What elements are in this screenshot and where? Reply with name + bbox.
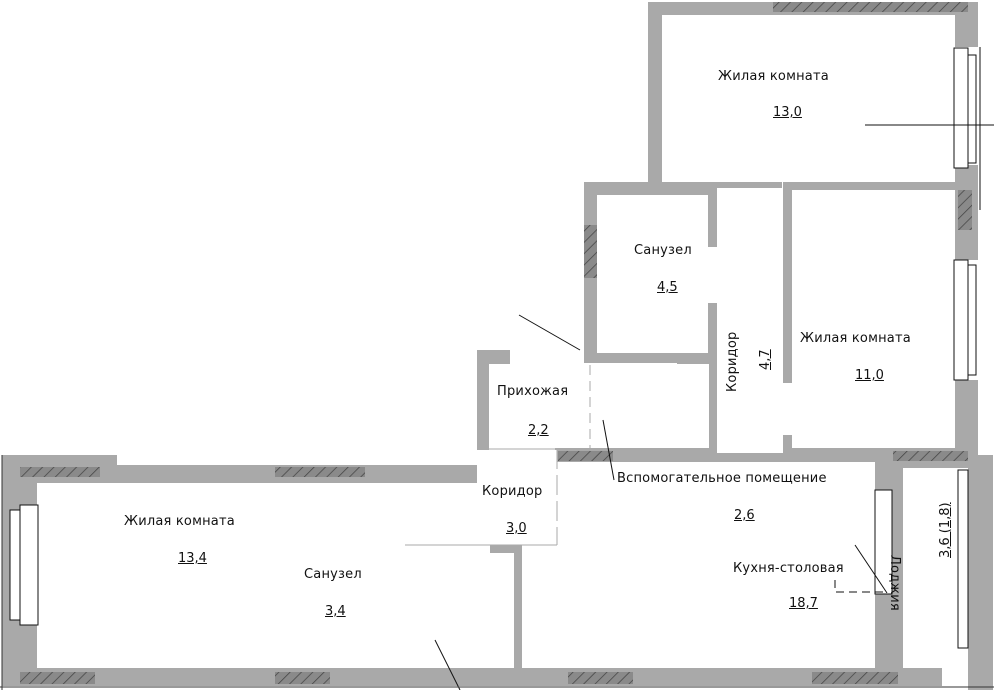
room-name-bedroom-2: Жилая комната: [800, 331, 911, 346]
room-area-kitchen: 18,7: [789, 596, 818, 611]
room-area-hall: 2,2: [528, 423, 549, 438]
room-name-bathroom-2: Санузел: [304, 567, 362, 582]
room-name-corridor-2: Коридор: [482, 484, 543, 499]
room-name-hall: Прихожая: [497, 384, 569, 399]
room-area-bedroom-1: 13,0: [773, 105, 802, 120]
room-area-bedroom-3: 13,4: [178, 551, 207, 566]
room-area-bedroom-2: 11,0: [855, 368, 884, 383]
room-name-loggia: Лоджия: [887, 555, 902, 611]
room-name-bedroom-1: Жилая комната: [718, 69, 829, 84]
room-area-corridor-1: 4,7: [758, 349, 773, 370]
room-name-kitchen: Кухня-столовая: [733, 561, 844, 576]
hatched-walls: [20, 2, 972, 684]
windows: [9, 47, 977, 649]
room-name-bedroom-3: Жилая комната: [124, 514, 235, 529]
room-name-utility: Вспомогательное помещение: [617, 471, 827, 486]
room-area-bathroom-1: 4,5: [657, 280, 678, 295]
room-area-loggia: 3,6 (1,8): [938, 502, 953, 558]
room-area-bathroom-2: 3,4: [325, 604, 346, 619]
annotation-lines: [434, 47, 994, 690]
room-name-corridor-1: Коридор: [725, 331, 740, 392]
room-area-corridor-2: 3,0: [506, 521, 527, 536]
room-name-bathroom-1: Санузел: [634, 243, 692, 258]
room-area-utility: 2,6: [734, 508, 755, 523]
